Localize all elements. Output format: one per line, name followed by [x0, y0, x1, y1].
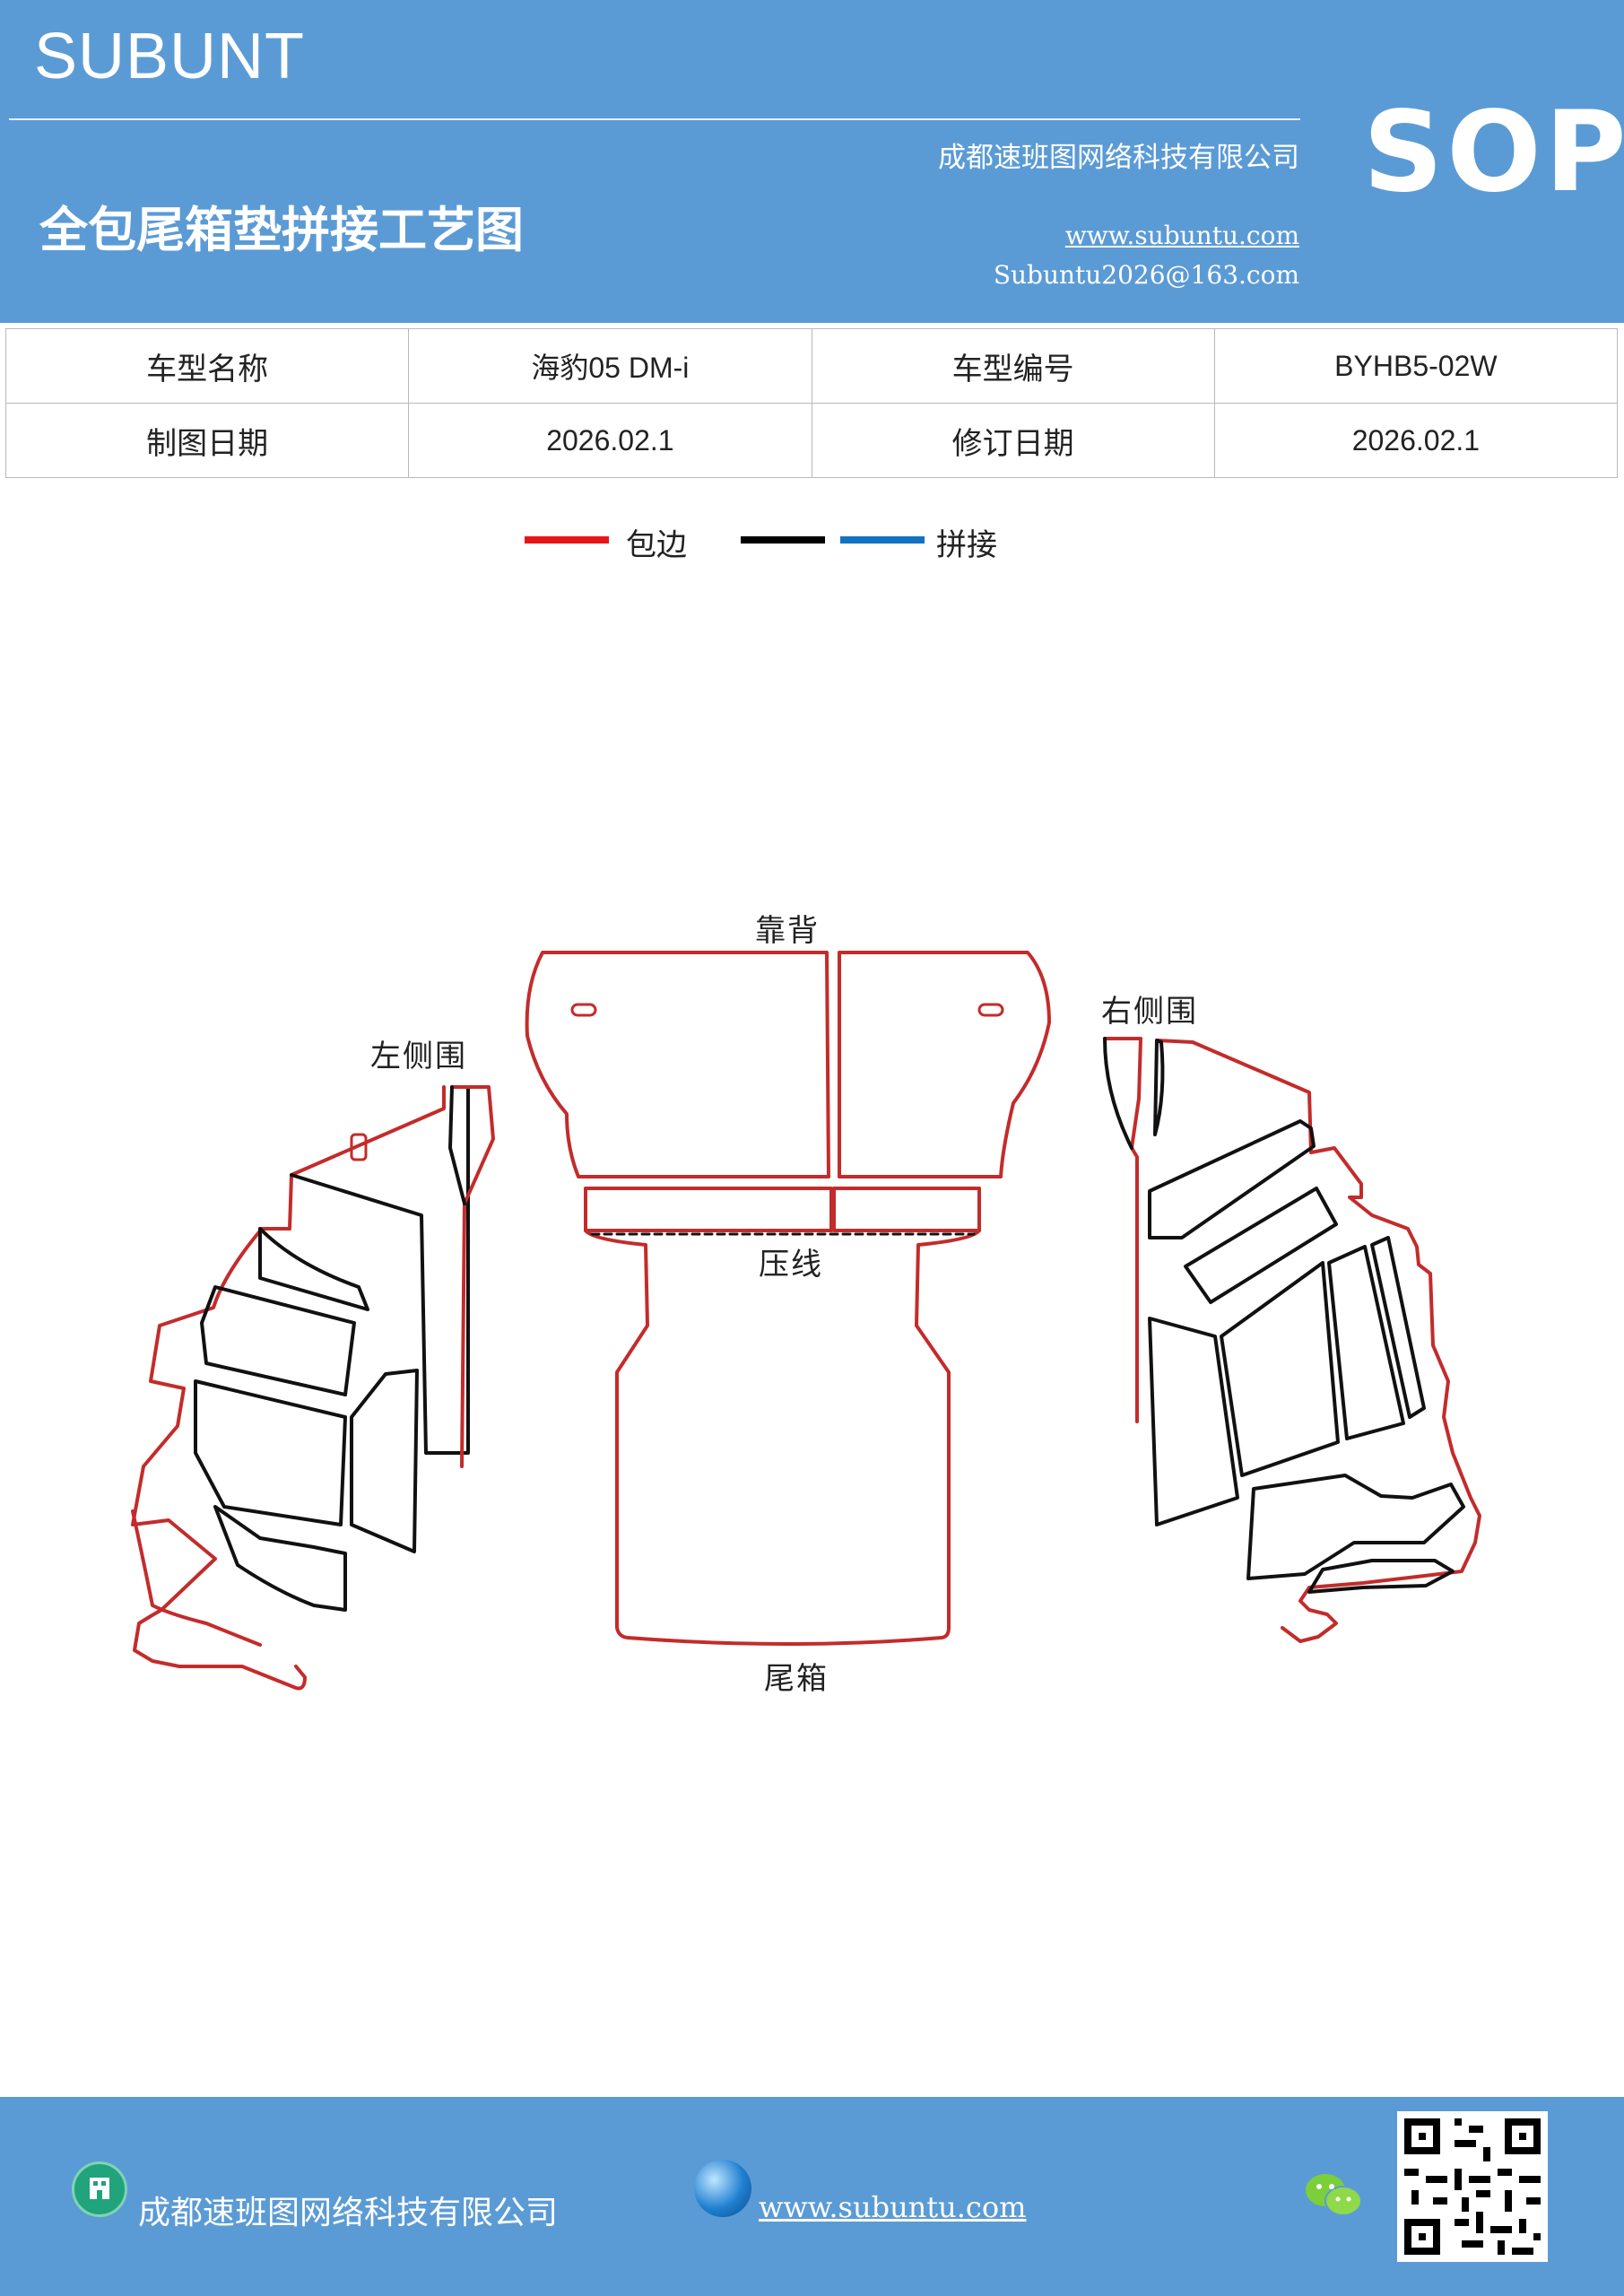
- left-side-inner-d: [194, 1379, 347, 1526]
- footer-company: 成都速班图网络科技有限公司: [138, 2195, 559, 2231]
- press-line-label: 压线: [759, 1247, 823, 1283]
- draw-date-label: 制图日期: [4, 403, 410, 478]
- wechat-icon[interactable]: [1302, 2169, 1365, 2222]
- brand-name: SUBUNT: [34, 21, 306, 92]
- legend-swatch-black: [741, 536, 825, 544]
- left-side-lower-edge: [131, 1509, 262, 1647]
- sop-label: SOP: [1363, 88, 1624, 217]
- right-side-strip: [1103, 1037, 1142, 1423]
- right-side-inner-b: [1148, 1119, 1316, 1239]
- table-row: 车型名称 海豹05 DM-i 车型编号 BYHB5-02W: [4, 328, 1619, 404]
- model-name-value: 海豹05 DM-i: [408, 328, 812, 404]
- right-side-outer: [1155, 1039, 1481, 1643]
- legend-label-edge: 包边: [626, 527, 687, 563]
- left-side-outer: [131, 1085, 446, 1691]
- right-side-label: 右侧围: [1101, 994, 1198, 1030]
- building-icon: [72, 2161, 127, 2217]
- draw-date-value: 2026.02.1: [408, 403, 812, 478]
- left-side-slot: [350, 1133, 368, 1161]
- line-legend: 包边 拼接: [0, 520, 1624, 574]
- left-side-inner-a: [290, 1085, 470, 1455]
- right-side-strip-inner: [1103, 1037, 1133, 1150]
- footer-banner: 成都速班图网络科技有限公司 www.subuntu.com: [0, 2097, 1624, 2296]
- website-link[interactable]: www.subuntu.com: [1064, 221, 1299, 250]
- vehicle-info-table: 车型名称 海豹05 DM-i 车型编号 BYHB5-02W 制图日期 2026.…: [4, 328, 1619, 478]
- left-side-inner-f: [213, 1505, 347, 1612]
- email-address: Subuntu2026@163.com: [993, 260, 1299, 290]
- model-code-label: 车型编号: [811, 328, 1215, 404]
- left-side-label: 左侧围: [370, 1039, 467, 1074]
- left-side-strip-inner: [448, 1085, 466, 1205]
- table-row: 制图日期 2026.02.1 修订日期 2026.02.1: [4, 403, 1619, 478]
- left-side-inner-b: [258, 1227, 369, 1311]
- backrest-left-panel: [525, 951, 830, 1178]
- right-side-inner-i: [1307, 1559, 1455, 1594]
- footer-website-link[interactable]: www.subuntu.com: [759, 2190, 1027, 2224]
- qr-code[interactable]: [1397, 2111, 1548, 2262]
- right-side-inner-g: [1370, 1236, 1426, 1419]
- backrest-right-panel: [838, 951, 1051, 1178]
- press-strip-right: [832, 1187, 981, 1232]
- globe-icon: [694, 2160, 751, 2217]
- right-side-inner-e: [1220, 1261, 1340, 1477]
- revision-date-label: 修订日期: [811, 403, 1215, 478]
- header-divider: [9, 118, 1300, 120]
- legend-swatch-edge: [525, 536, 609, 544]
- model-name-label: 车型名称: [4, 328, 410, 404]
- cutting-diagram: 靠背 左侧围 右侧围 压线 尾箱: [0, 879, 1624, 1713]
- left-side-inner-e: [350, 1369, 419, 1553]
- left-side-strip: [450, 1085, 495, 1468]
- backrest-label: 靠背: [755, 913, 820, 949]
- model-code-value: BYHB5-02W: [1213, 328, 1619, 404]
- revision-date-value: 2026.02.1: [1213, 403, 1619, 478]
- header-banner: SUBUNT 成都速班图网络科技有限公司 全包尾箱垫拼接工艺图 www.subu…: [0, 0, 1624, 323]
- diagram-svg: [131, 951, 1481, 1691]
- trunk-floor: [584, 1229, 981, 1646]
- backrest-right-slot: [977, 1003, 1004, 1017]
- document-title: 全包尾箱垫拼接工艺图: [39, 201, 524, 258]
- company-name: 成都速班图网络科技有限公司: [938, 142, 1299, 174]
- press-strip-left: [584, 1187, 833, 1232]
- legend-label-splice: 拼接: [936, 527, 997, 563]
- right-side-inner-f: [1327, 1245, 1405, 1440]
- right-side-inner-h: [1246, 1474, 1465, 1580]
- left-side-inner-c: [200, 1285, 356, 1396]
- backrest-left-slot: [570, 1003, 597, 1017]
- right-side-inner-d: [1148, 1317, 1239, 1526]
- trunk-label: 尾箱: [764, 1661, 829, 1697]
- right-side-inner-c: [1184, 1187, 1338, 1304]
- legend-swatch-splice: [840, 536, 925, 544]
- right-side-inner-a: [1153, 1039, 1165, 1136]
